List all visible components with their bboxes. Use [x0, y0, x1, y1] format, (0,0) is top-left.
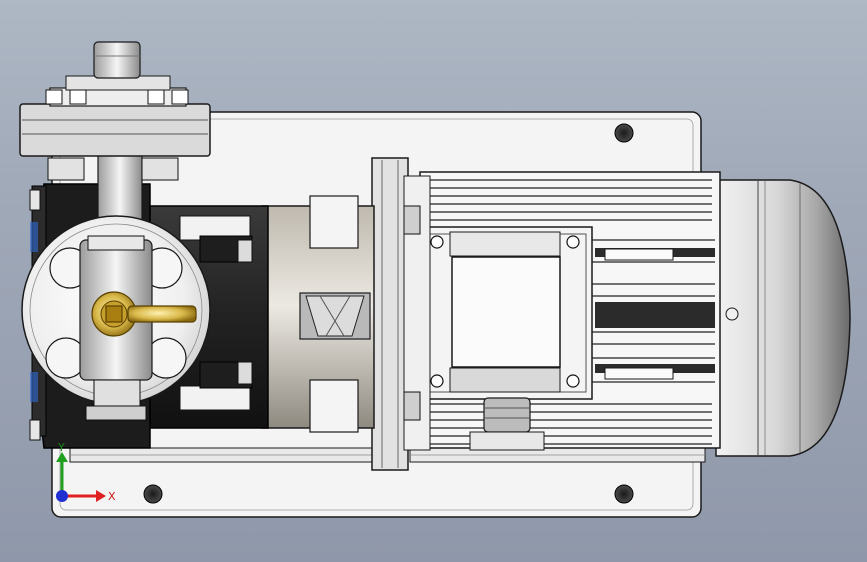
motor-end-cap[interactable] — [704, 179, 851, 457]
drain-valve[interactable] — [91, 291, 197, 337]
discharge-flange[interactable] — [19, 41, 211, 157]
fin-tab — [604, 248, 674, 261]
mount-hole — [143, 484, 163, 504]
terminal-screw — [430, 374, 444, 388]
discharge-nozzle[interactable] — [93, 41, 141, 79]
cable-gland[interactable] — [469, 397, 545, 451]
discharge-pipe[interactable] — [47, 149, 179, 229]
end-cap-bolt — [725, 307, 739, 321]
mount-hole — [614, 484, 634, 504]
mount-hole — [614, 123, 634, 143]
x-axis-label: X — [108, 490, 116, 503]
cooling-fins — [430, 179, 715, 445]
terminal-box[interactable] — [419, 226, 593, 400]
terminal-screw — [430, 235, 444, 249]
terminal-box-lid[interactable] — [451, 256, 561, 368]
coupling-housing[interactable] — [261, 195, 375, 433]
z-axis-dot — [56, 490, 68, 502]
y-axis-label: Y — [57, 441, 65, 454]
flange-nuts — [45, 89, 189, 105]
axis-triad: X Y — [56, 441, 116, 503]
motor-flange[interactable] — [355, 157, 431, 471]
base-rails — [69, 447, 706, 463]
terminal-screw — [566, 374, 580, 388]
valve-handle[interactable] — [127, 305, 197, 323]
terminal-screw — [566, 235, 580, 249]
fin-tab — [604, 367, 674, 380]
volute-bolt — [29, 189, 41, 211]
volute-bolt — [29, 419, 41, 441]
